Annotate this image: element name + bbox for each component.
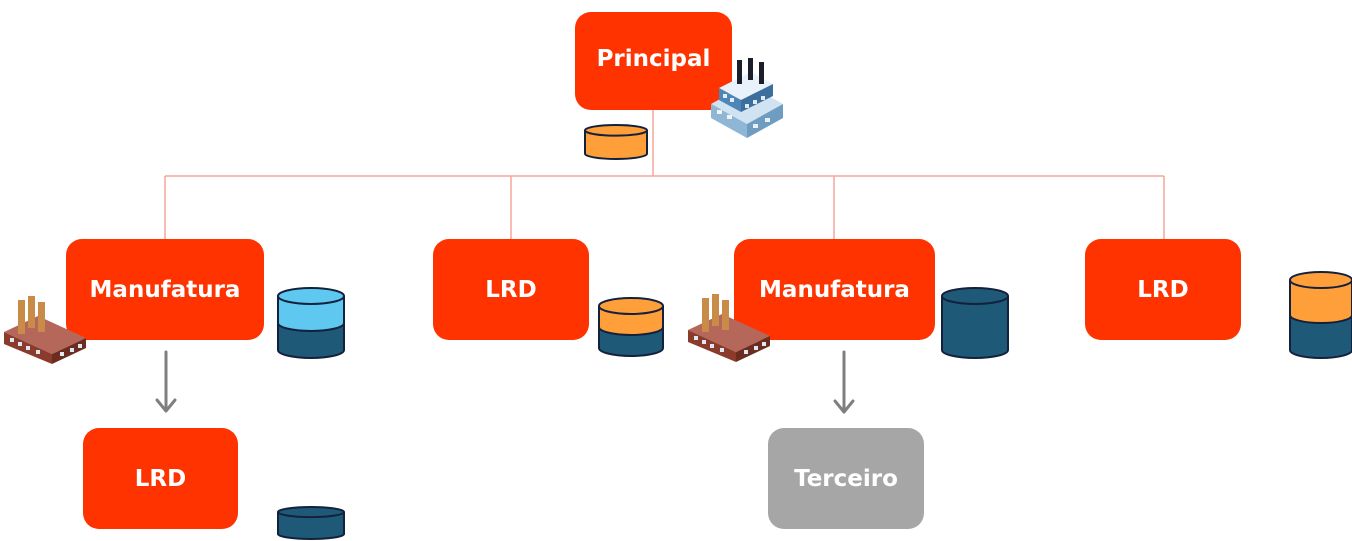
node-lrd-right[interactable]: LRD: [1085, 239, 1241, 340]
factory-brick-icon: [688, 294, 770, 362]
node-label: Principal: [596, 46, 711, 72]
node-manufacturing-left[interactable]: Manufatura: [66, 239, 264, 340]
node-principal[interactable]: Principal: [575, 12, 732, 110]
node-label: Manufatura: [89, 276, 241, 303]
node-manufacturing-right[interactable]: Manufatura: [734, 239, 935, 340]
factory-office-icon: [711, 58, 783, 138]
node-label: LRD: [1137, 276, 1189, 303]
arrow-down-icon: [155, 350, 177, 413]
arrow-down-icon: [833, 350, 855, 414]
node-label: LRD: [134, 465, 187, 492]
node-third-party[interactable]: Terceiro: [768, 428, 924, 529]
database-cylinder-icon: [1289, 271, 1352, 359]
factory-brick-icon: [4, 296, 86, 364]
node-label: Manufatura: [759, 276, 910, 303]
node-label: LRD: [485, 276, 537, 303]
node-label: Terceiro: [794, 465, 898, 492]
database-cylinder-icon: [941, 287, 1009, 359]
database-cylinder-icon: [277, 506, 345, 540]
database-cylinder-icon: [598, 297, 664, 357]
database-cylinder-icon: [584, 124, 648, 160]
node-lrd-bottom[interactable]: LRD: [83, 428, 238, 529]
database-cylinder-icon: [277, 287, 345, 359]
node-lrd-center[interactable]: LRD: [433, 239, 589, 340]
